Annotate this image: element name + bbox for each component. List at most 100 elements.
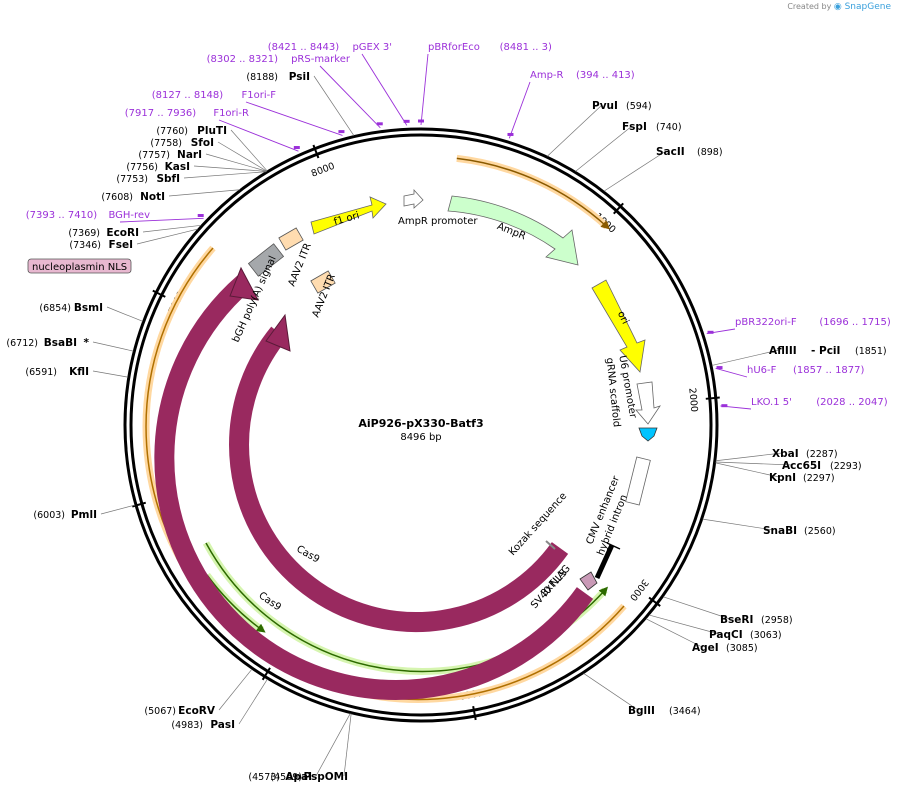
site-name: NarI — [177, 149, 202, 161]
aav2-itr-box-2[interactable] — [310, 270, 336, 294]
site-leader-line — [217, 141, 268, 172]
aav2-itr-box-1[interactable] — [278, 227, 304, 251]
site-leader-line — [603, 150, 667, 192]
cas9-outer-arc[interactable] — [154, 275, 594, 700]
bgh-polya-box[interactable] — [247, 243, 285, 277]
site-bglii[interactable]: BglII(3464) — [628, 705, 701, 717]
primer-f1ori-r[interactable]: F1ori-R(7917 .. 7936) — [125, 108, 249, 119]
site-fspi[interactable]: FspI(740) — [622, 121, 682, 133]
site-position: (2958) — [761, 615, 793, 626]
site-kasi[interactable]: KasI(7756) — [126, 161, 190, 173]
site-noti[interactable]: NotI(7608) — [101, 191, 165, 203]
nucleoplasmin-nls-tag[interactable]: nucleoplasmin NLS — [27, 258, 132, 274]
site-pspomi[interactable]: PspOMI(4569) — [270, 771, 348, 783]
site-leader-line — [230, 129, 268, 172]
site-name: BsmI — [74, 302, 103, 314]
cas9-inner-arrowhead — [265, 313, 291, 352]
primer-f1ori-f[interactable]: F1ori-F(8127 .. 8148) — [152, 90, 276, 101]
site-position: (6712) — [6, 338, 38, 349]
site-position: (4983) — [171, 720, 203, 731]
primer-name: F1ori-F — [242, 90, 277, 101]
site-bsmi[interactable]: BsmI(6854) — [39, 302, 103, 314]
primer-amp-r[interactable]: Amp-R(394 .. 413) — [530, 70, 635, 81]
site-acc65i[interactable]: Acc65I(2293) — [782, 460, 862, 472]
site-bseri[interactable]: BseRI(2958) — [720, 614, 793, 626]
site-kfli[interactable]: KflI(6591) — [25, 366, 89, 378]
primer-hu6-f[interactable]: hU6-F(1857 .. 1877) — [747, 365, 865, 376]
site-ecori[interactable]: EcoRI(7369) — [68, 227, 139, 239]
site-sacii[interactable]: SacII(898) — [656, 146, 723, 158]
ruler-tick — [472, 706, 477, 721]
site-name: Acc65I — [782, 460, 821, 472]
site-position: (7753) — [116, 174, 148, 185]
site-nari[interactable]: NarI(7757) — [138, 149, 202, 161]
site-bsabi[interactable]: *BsaBI(6712) — [6, 337, 89, 349]
site-position: (3063) — [750, 630, 782, 641]
ori-label: ori — [615, 310, 631, 327]
primer-name: pBRforEco — [428, 42, 480, 53]
primer-range: (2028 .. 2047) — [816, 397, 888, 408]
plasmid-length: 8496 bp — [400, 432, 441, 443]
site-position: (4573) — [248, 772, 280, 783]
u6-promoter-arrow[interactable] — [635, 381, 661, 425]
site-name: PaqCI — [709, 629, 743, 641]
site-fsei[interactable]: FseI(7346) — [69, 239, 133, 251]
site-pvui[interactable]: PvuI(594) — [592, 100, 652, 112]
site-xbai[interactable]: XbaI(2287) — [772, 448, 838, 460]
site-kpni[interactable]: KpnI(2297) — [769, 472, 835, 484]
site-name: XbaI — [772, 448, 799, 460]
site-name: EcoRI — [106, 227, 139, 239]
cas9-inner-arc[interactable] — [229, 326, 569, 632]
site-apai[interactable]: ApaI (4573) — [248, 771, 312, 783]
primer-bgh-rev[interactable]: BGH-rev(7393 .. 7410) — [26, 210, 150, 221]
nucleoplasmin-nls-box — [27, 258, 132, 274]
site-position: (2560) — [804, 526, 836, 537]
site-name: ApaI — [285, 771, 312, 783]
site-psii[interactable]: PsiI(8188) — [246, 71, 310, 83]
site-paqci[interactable]: PaqCI (3063) — [709, 629, 782, 641]
site-pasi[interactable]: PasI (4983) — [171, 719, 235, 731]
site-position: (6854) — [39, 303, 71, 314]
site-pluti[interactable]: PluTI(7760) — [156, 125, 227, 137]
primer-pbr322ori-f[interactable]: pBR322ori-F(1696 .. 1715) — [735, 317, 891, 328]
site-leader-line — [315, 713, 351, 777]
primer-range: (8302 .. 8321) — [207, 54, 279, 65]
ori-arrow[interactable] — [591, 279, 646, 373]
site-ecorv[interactable]: EcoRV(5067) — [144, 705, 215, 717]
ruler-tick — [261, 667, 271, 681]
ruler-label: 2000 — [686, 387, 699, 412]
primer-range: (1696 .. 1715) — [819, 317, 891, 328]
site-leader-line — [218, 668, 253, 711]
primer-lko-1-5-[interactable]: LKO.1 5'(2028 .. 2047) — [751, 397, 888, 408]
backbone-inner — [129, 133, 713, 717]
site-snabi[interactable]: SnaBI(2560) — [763, 525, 836, 537]
ruler-tick — [312, 144, 320, 159]
site-position: (7760) — [156, 126, 188, 137]
site-sfoi[interactable]: SfoI(7758) — [150, 137, 214, 149]
cmv-enhancer-box[interactable] — [625, 456, 651, 506]
grna-scaffold-marker[interactable] — [638, 427, 658, 442]
site-leader-line — [100, 504, 136, 515]
primer-pgex-3-[interactable]: pGEX 3'(8421 .. 8443) — [268, 42, 392, 53]
sv40-nls-marker[interactable] — [579, 571, 598, 591]
site-position: (6591) — [25, 367, 57, 378]
ruler-tick — [705, 396, 720, 400]
site-agei[interactable]: AgeI(3085) — [692, 642, 758, 654]
site-name: EcoRV — [178, 705, 216, 717]
site-leader-line — [238, 679, 268, 725]
ampr-arrow[interactable] — [447, 195, 579, 266]
primer-prs-marker[interactable]: pRS-marker(8302 .. 8321) — [207, 54, 351, 65]
site-name: AflIII — [769, 345, 797, 357]
ampr-promoter-arrow[interactable] — [403, 188, 424, 209]
site-pmli[interactable]: PmlI(6003) — [33, 509, 97, 521]
site-name: PspOMI — [303, 771, 348, 783]
primer-pbrforeco[interactable]: pBRforEco(8481 .. 3) — [428, 42, 552, 53]
f1-ori-arrow[interactable] — [310, 196, 387, 235]
site-leader-line — [136, 228, 198, 245]
site-name: PasI — [210, 719, 235, 731]
site-leader-line — [649, 614, 720, 635]
site-sbfi[interactable]: SbfI(7753) — [116, 173, 180, 185]
